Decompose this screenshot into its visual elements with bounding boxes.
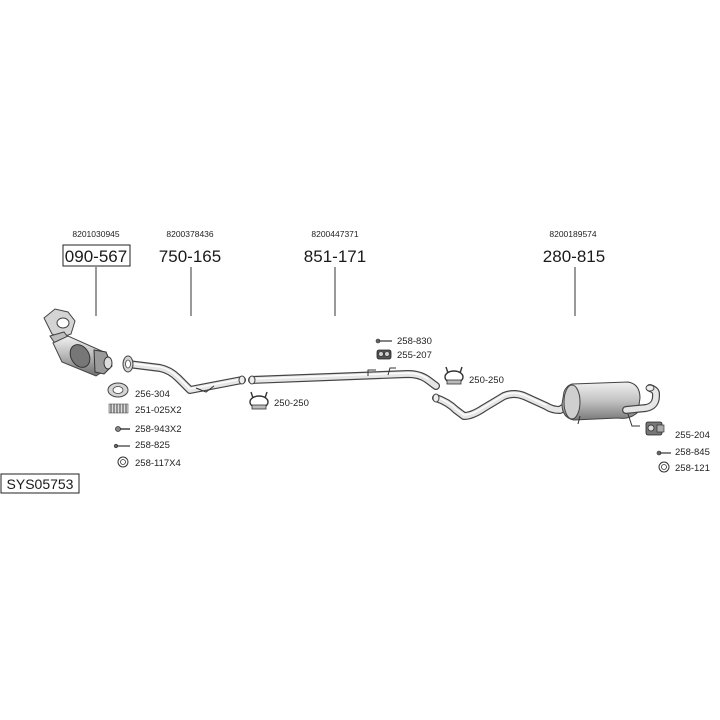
accessory-258-117[interactable]: 258-117X4 [117,456,181,469]
accessory-label: 258-825 [135,440,170,451]
centre-pipe-hanger [387,367,396,376]
part-number: 851-171 [304,247,366,266]
system-code: SYS05753 [7,476,74,492]
silencer-box [561,381,641,421]
nut-icon [117,456,129,468]
oem-number: 8200378436 [166,229,214,239]
accessory-258-943[interactable]: 258-943X2 [115,424,182,435]
oem-number: 8201030945 [72,229,120,239]
front-pipe-hanger [195,385,215,393]
spring-icon [108,403,129,414]
accessory-label: 250-250 [469,375,504,386]
accessory-255-204[interactable]: 255-204 [645,421,710,441]
bolt-icon [656,450,671,456]
oem-number: 8200447371 [311,229,359,239]
accessory-clamp-right[interactable]: 250-250 [444,366,504,386]
silencer-hanger [627,413,640,427]
clamp-icon [249,391,269,410]
centre-pipe-drawing[interactable] [248,367,440,390]
cat-outlet-mouth [103,356,113,370]
accessory-label: 256-304 [135,389,170,400]
accessory-clamp-left[interactable]: 250-250 [249,391,309,410]
part-number: 280-815 [543,247,605,266]
accessory-label: 250-250 [274,398,309,409]
accessory-label: 258-121 [675,463,710,474]
pipe-end [238,375,246,385]
bolt-icon [375,338,392,344]
accessory-251-025[interactable]: 251-025X2 [108,403,181,416]
system-code-frame [0,473,80,494]
oem-number: 8200189574 [549,229,597,239]
accessory-label: 258-830 [397,336,432,347]
part-number: 750-165 [159,247,221,266]
accessory-label: 258-845 [675,447,710,458]
accessory-label: 251-025X2 [135,405,181,416]
silencer-hanger [577,415,581,425]
bolt-icon [113,443,130,449]
pipe-end [645,384,655,392]
nut-icon [658,461,670,473]
rear-silencer-drawing[interactable] [432,381,660,427]
cat-shell-shadow [69,344,91,368]
system-code-box: SYS05753 [0,473,80,494]
centre-pipe-hanger [367,369,376,376]
clamp-icon [444,366,464,385]
accessory-label: 258-117X4 [135,458,181,469]
accessory-label: 255-207 [397,350,432,361]
rubber-mount-icon [376,349,392,360]
accessory-258-825[interactable]: 258-825 [113,440,170,451]
accessory-256-304[interactable]: 256-304 [107,382,170,400]
accessory-255-207[interactable]: 255-207 [376,349,432,361]
gasket-hole [112,386,124,394]
part-number: 090-567 [65,247,127,266]
flange-hole [56,317,70,329]
accessory-258-121[interactable]: 258-121 [658,461,710,474]
flange-hole [125,359,131,369]
part-label-090-567[interactable]: 8201030945 090-567 [62,229,131,316]
accessory-label: 255-204 [675,430,710,441]
part-number-box [62,244,131,267]
pipe-end [432,393,440,403]
accessory-258-830[interactable]: 258-830 [375,336,432,347]
part-label-851-171[interactable]: 8200447371 851-171 [304,229,366,316]
accessory-label: 258-943X2 [135,424,181,435]
front-pipe-drawing[interactable] [122,355,246,394]
rubber-mount-icon [645,421,665,436]
silencer-front-cap [563,384,581,420]
catalytic-converter-drawing[interactable] [43,308,113,377]
bolt-icon [115,426,130,432]
part-label-750-165[interactable]: 8200378436 750-165 [159,229,221,316]
part-label-280-815[interactable]: 8200189574 280-815 [543,229,605,316]
accessory-258-845[interactable]: 258-845 [656,447,710,458]
pipe-end [248,375,256,385]
